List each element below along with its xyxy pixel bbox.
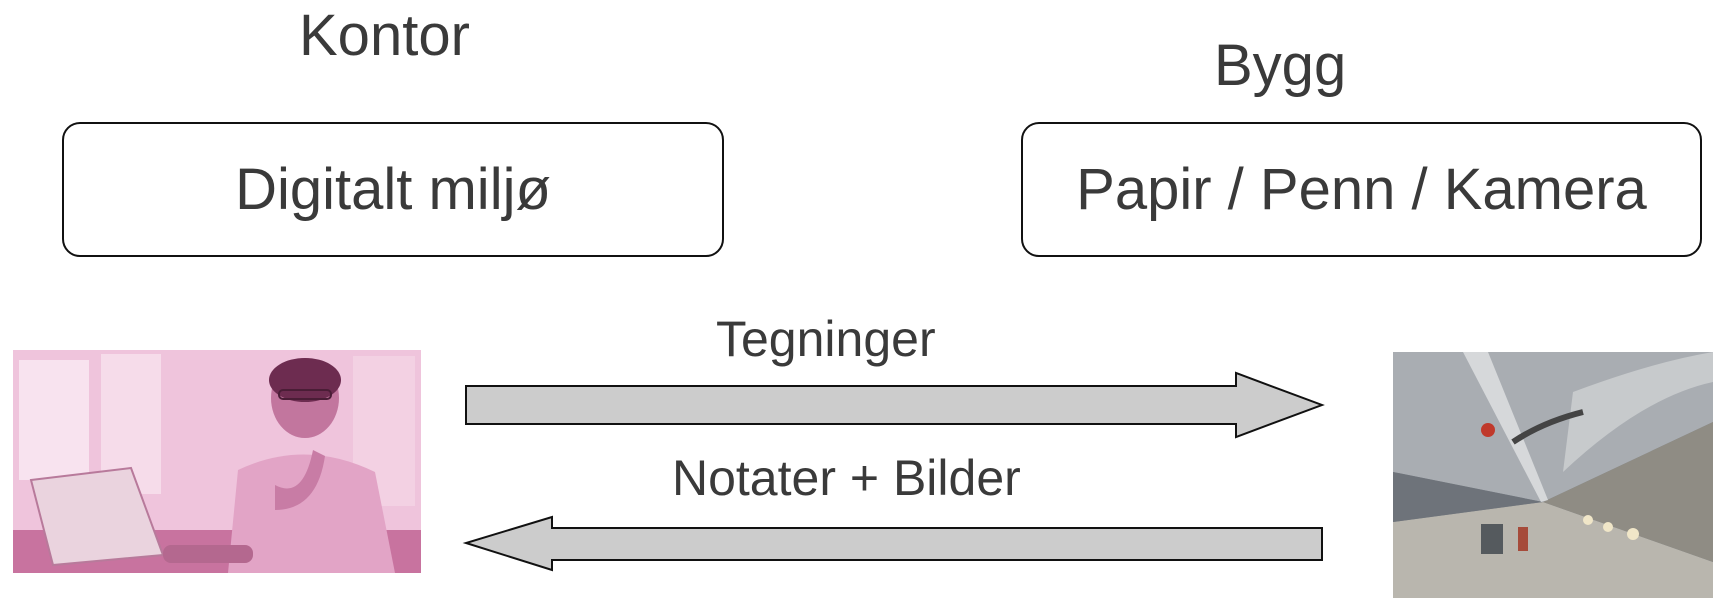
bygg-title: Bygg xyxy=(1214,33,1347,98)
paper-pen-camera-box: Papir / Penn / Kamera xyxy=(1021,122,1702,257)
notes-images-arrow-label: Notater + Bilder xyxy=(672,450,1021,506)
right-arrow xyxy=(465,371,1325,439)
kontor-title: Kontor xyxy=(299,3,470,68)
left-arrow xyxy=(462,515,1323,572)
office-worker-photo xyxy=(13,350,421,573)
construction-site-photo xyxy=(1393,352,1713,598)
paper-pen-camera-label: Papir / Penn / Kamera xyxy=(1076,157,1647,222)
drawings-arrow-label: Tegninger xyxy=(716,311,936,367)
digital-environment-label: Digitalt miljø xyxy=(235,157,551,222)
digital-environment-box: Digitalt miljø xyxy=(62,122,724,257)
